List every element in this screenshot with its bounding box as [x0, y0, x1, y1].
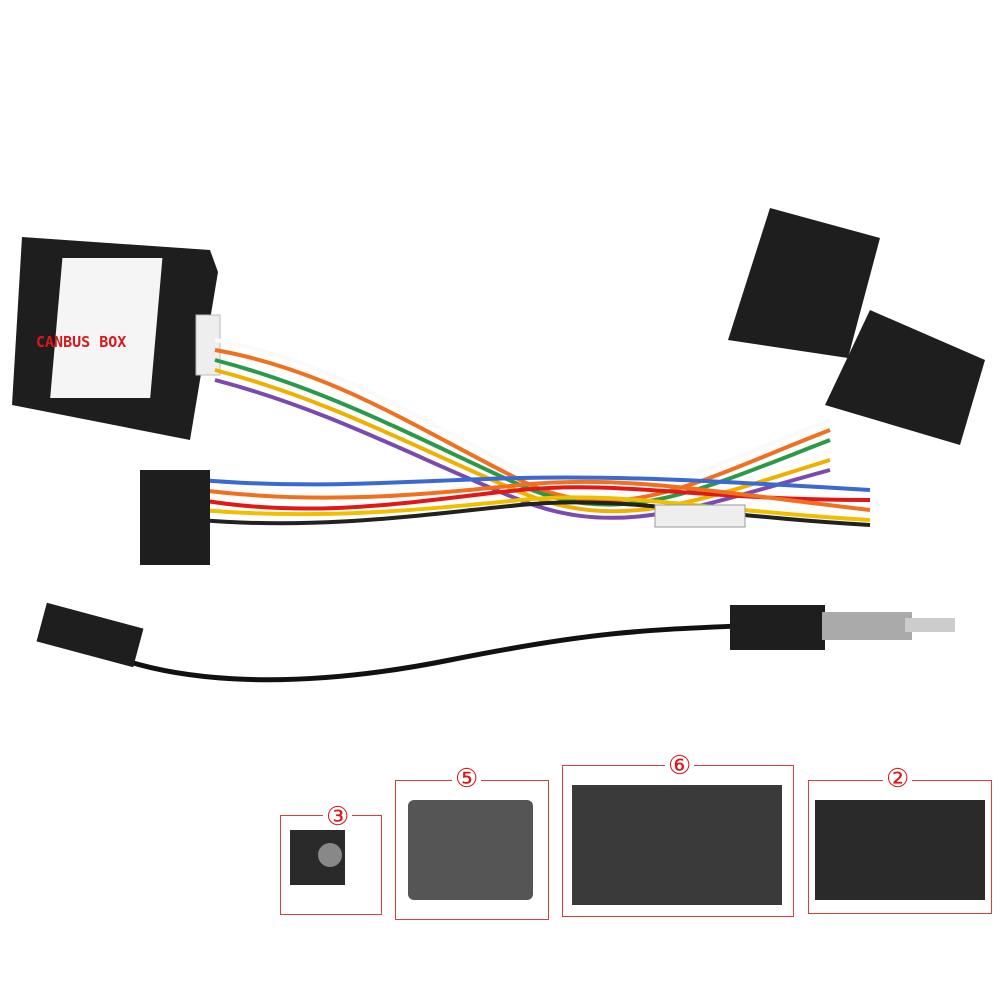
- canbus-box: [12, 237, 221, 440]
- connector-left: [140, 470, 210, 565]
- antenna-metal-tip: [822, 612, 912, 640]
- connector-number-3: ③: [323, 803, 353, 829]
- connector-5-panel: [395, 780, 549, 920]
- connector-mid-right: [825, 310, 985, 445]
- canbus-box-label: CANBUS BOX: [36, 333, 127, 351]
- connector-top-right: [728, 208, 880, 358]
- connector-2-panel: [808, 780, 992, 914]
- antenna-male-plug: [730, 605, 825, 650]
- connector-number-2: ②: [883, 765, 913, 791]
- connector-6-panel: [562, 765, 794, 917]
- antenna-cable: [58, 622, 761, 683]
- connector-number-5: ⑤: [452, 765, 482, 791]
- wire-bundle: [199, 338, 871, 527]
- antenna-female-plug: [36, 602, 144, 668]
- connector-number-6: ⑥: [665, 752, 695, 778]
